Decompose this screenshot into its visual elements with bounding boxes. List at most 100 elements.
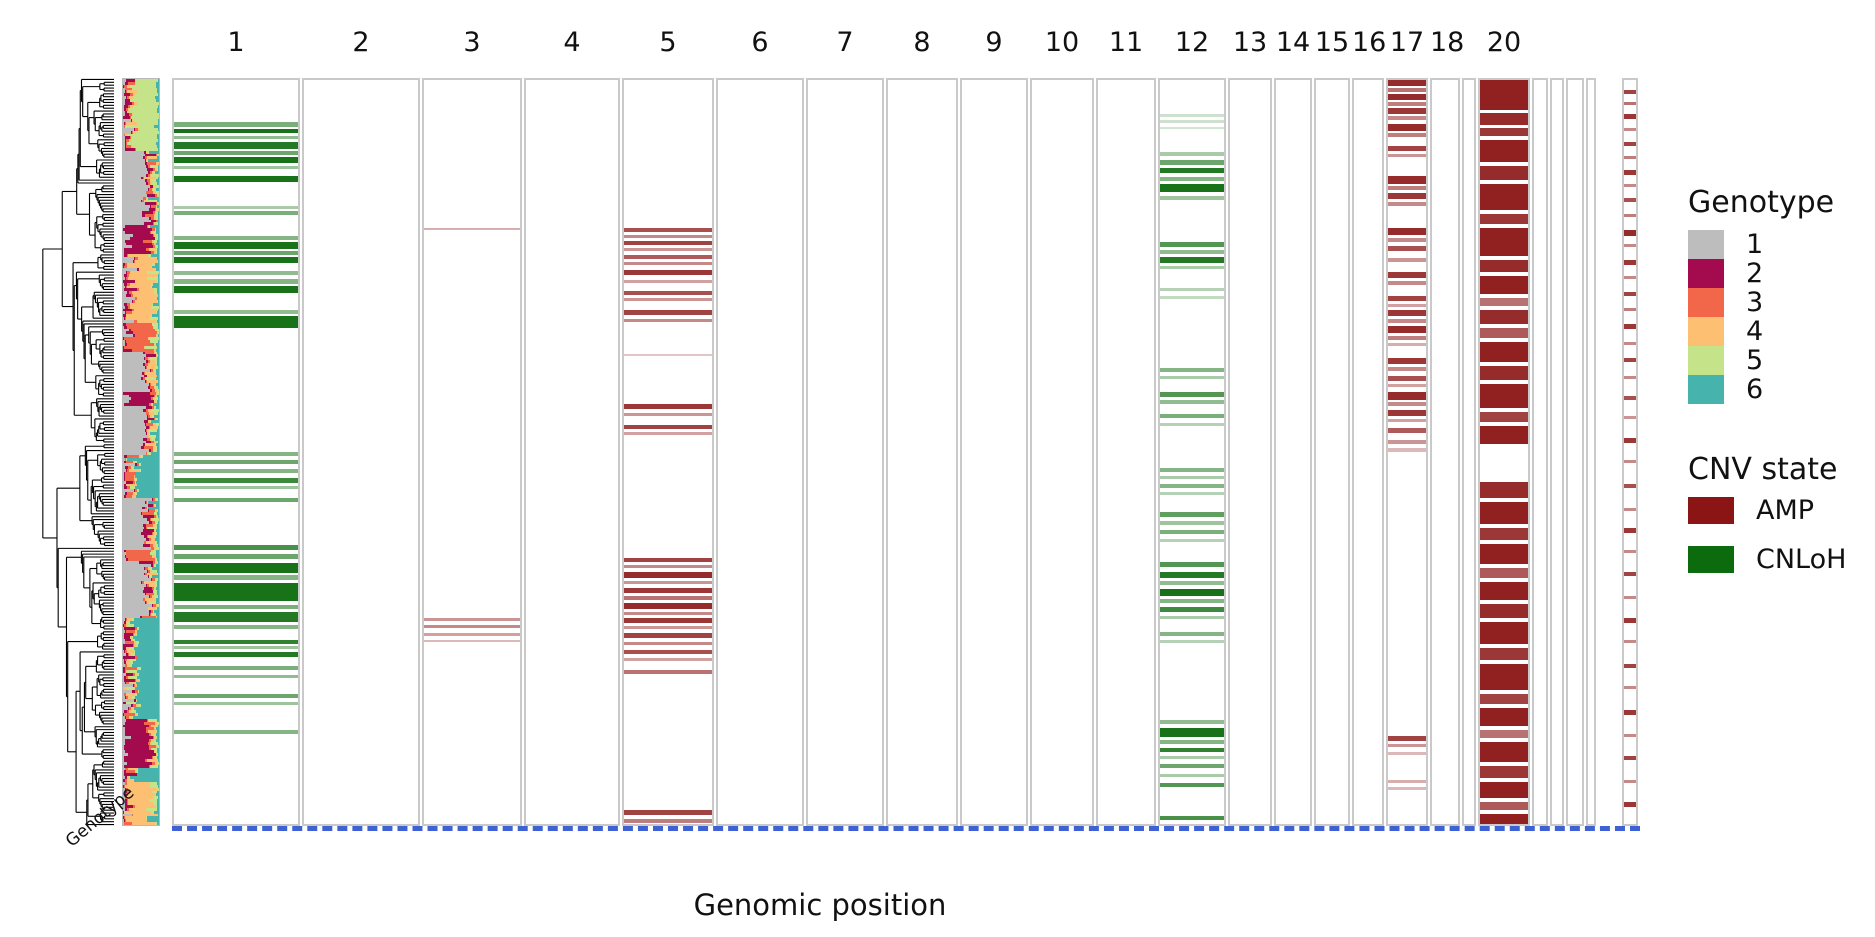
genotype-proportion-2 xyxy=(142,506,145,510)
genotype-proportion-1 xyxy=(123,540,144,545)
genotype-proportion-6 xyxy=(156,592,159,597)
legend-genotype-item[interactable]: 3 xyxy=(1688,288,1875,317)
cnv-segment-cnloh xyxy=(174,142,298,149)
genotype-proportion-4 xyxy=(149,764,152,769)
genotype-proportion-5 xyxy=(149,799,157,803)
genotype-proportion-2 xyxy=(131,704,134,708)
genotype-proportion-1 xyxy=(123,454,124,459)
genotype-proportion-3 xyxy=(124,641,135,645)
genotype-proportion-6 xyxy=(137,770,159,774)
genotype-proportion-5 xyxy=(153,411,159,416)
genotype-proportion-4 xyxy=(147,601,149,605)
genotype-proportion-6 xyxy=(148,500,159,505)
genotype-proportion-5 xyxy=(155,558,158,562)
chromosome-label-1: 1 xyxy=(227,27,245,58)
genotype-proportion-4 xyxy=(124,816,146,820)
genotype-proportion-5 xyxy=(155,383,156,387)
genotype-proportion-5 xyxy=(130,661,134,665)
genotype-proportion-2 xyxy=(144,162,147,166)
cnv-segment-cnloh xyxy=(174,206,298,209)
legend-genotype-item[interactable]: 6 xyxy=(1688,375,1875,404)
genotype-proportion-2 xyxy=(143,437,147,442)
genotype-proportion-5 xyxy=(136,684,138,688)
genotype-proportion-4 xyxy=(150,414,153,419)
genotype-proportion-3 xyxy=(126,254,129,258)
genotype-proportion-3 xyxy=(147,179,150,183)
legend-genotype-item[interactable]: 5 xyxy=(1688,346,1875,375)
genotype-proportion-4 xyxy=(147,566,151,571)
genotype-proportion-5 xyxy=(154,443,157,447)
cnv-segment-amp xyxy=(1388,440,1426,444)
genotype-proportion-1 xyxy=(123,486,124,490)
genotype-proportion-3 xyxy=(125,649,128,654)
genotype-row xyxy=(123,124,159,129)
cnv-segment-cnloh xyxy=(1160,764,1224,768)
legend-genotype-item[interactable]: 4 xyxy=(1688,317,1875,346)
genotype-proportion-6 xyxy=(126,457,159,462)
genotype-proportion-5 xyxy=(133,113,159,117)
legend-genotype-label: 5 xyxy=(1746,345,1764,376)
genotype-proportion-2 xyxy=(142,589,153,594)
genotype-proportion-4 xyxy=(136,678,140,683)
genotype-row xyxy=(123,251,159,255)
genotype-proportion-2 xyxy=(145,601,147,605)
cnv-segment-amp xyxy=(1388,343,1426,346)
genotype-proportion-4 xyxy=(148,248,157,252)
legend-cnv-item[interactable]: AMP xyxy=(1688,497,1875,524)
genotype-proportion-3 xyxy=(142,512,154,516)
genotype-proportion-4 xyxy=(136,320,157,324)
genotype-row xyxy=(123,589,159,594)
genotype-row xyxy=(123,687,159,691)
genotype-proportion-4 xyxy=(155,167,158,172)
genotype-proportion-1 xyxy=(123,790,126,795)
genotype-proportion-1 xyxy=(123,423,145,427)
genotype-proportion-2 xyxy=(124,90,127,94)
genotype-proportion-3 xyxy=(130,93,134,97)
genotype-proportion-6 xyxy=(139,678,159,683)
genotype-proportion-6 xyxy=(156,84,159,89)
genotype-proportion-6 xyxy=(136,472,159,476)
genotype-row xyxy=(123,351,159,356)
genotype-proportion-4 xyxy=(156,334,159,338)
genotype-row xyxy=(123,727,159,731)
genotype-proportion-5 xyxy=(130,486,135,490)
genotype-proportion-6 xyxy=(156,612,159,617)
genotype-proportion-5 xyxy=(154,449,157,453)
genotype-proportion-1 xyxy=(123,604,152,608)
genotype-proportion-4 xyxy=(152,543,156,548)
cnv-segment-amp xyxy=(624,262,712,265)
genotype-proportion-3 xyxy=(133,480,135,485)
genotype-proportion-2 xyxy=(124,454,127,459)
legend-genotype-label: 2 xyxy=(1746,258,1764,289)
genotype-proportion-4 xyxy=(147,429,150,433)
genotype-proportion-5 xyxy=(155,348,157,353)
legend-genotype-item[interactable]: 2 xyxy=(1688,259,1875,288)
genotype-proportion-6 xyxy=(134,649,159,654)
genotype-proportion-1 xyxy=(123,113,125,117)
genotype-proportion-1 xyxy=(123,371,142,376)
genotype-proportion-4 xyxy=(153,449,155,453)
genotype-proportion-2 xyxy=(132,690,136,694)
genotype-proportion-2 xyxy=(123,279,135,284)
cnv-segment-cnloh xyxy=(174,279,298,284)
genotype-row xyxy=(123,173,159,178)
genotype-row xyxy=(123,503,159,508)
genotype-proportion-4 xyxy=(154,561,157,565)
genotype-proportion-3 xyxy=(151,546,155,551)
genotype-proportion-4 xyxy=(156,202,159,206)
genotype-proportion-3 xyxy=(126,322,153,327)
genotype-proportion-1 xyxy=(123,807,126,812)
genotype-proportion-3 xyxy=(137,288,139,292)
legend-cnv-item[interactable]: CNLoH xyxy=(1688,546,1875,573)
genotype-proportion-2 xyxy=(123,713,125,717)
genotype-proportion-6 xyxy=(133,635,159,640)
genotype-proportion-2 xyxy=(123,724,150,729)
legend-genotype-item[interactable]: 1 xyxy=(1688,230,1875,259)
genotype-proportion-1 xyxy=(123,213,142,218)
genotype-proportion-4 xyxy=(128,107,130,112)
genotype-proportion-5 xyxy=(151,262,156,267)
genotype-proportion-2 xyxy=(124,147,135,152)
genotype-proportion-5 xyxy=(153,535,156,539)
genotype-proportion-4 xyxy=(156,604,157,608)
genotype-proportion-3 xyxy=(126,302,130,307)
